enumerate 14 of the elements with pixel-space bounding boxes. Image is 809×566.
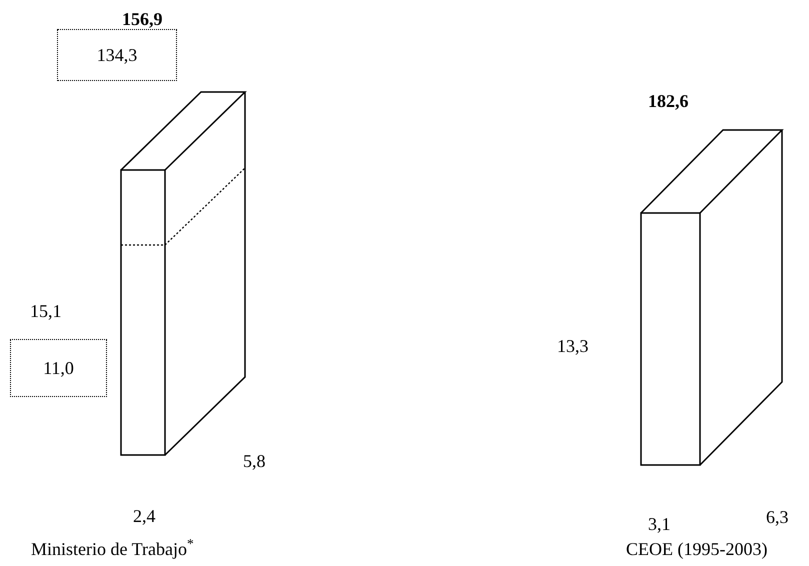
value-label: 156,9	[122, 8, 162, 31]
value-label: 2,4	[133, 505, 156, 528]
chart-caption: CEOE (1995-2003)	[626, 538, 768, 561]
value-text: 11,0	[43, 356, 74, 380]
value-label: 5,8	[243, 450, 266, 473]
value-label: 3,1	[648, 513, 670, 536]
value-label: 13,3	[557, 335, 588, 358]
value-label: 182,6	[648, 90, 688, 113]
value-text: 134,3	[96, 44, 138, 66]
chart-caption: Ministerio de Trabajo$^{*}$	[31, 536, 194, 561]
value-box	[10, 339, 107, 397]
value-box	[57, 29, 177, 81]
value-label: 6,3	[766, 506, 788, 529]
value-label: 15,1	[30, 300, 62, 323]
